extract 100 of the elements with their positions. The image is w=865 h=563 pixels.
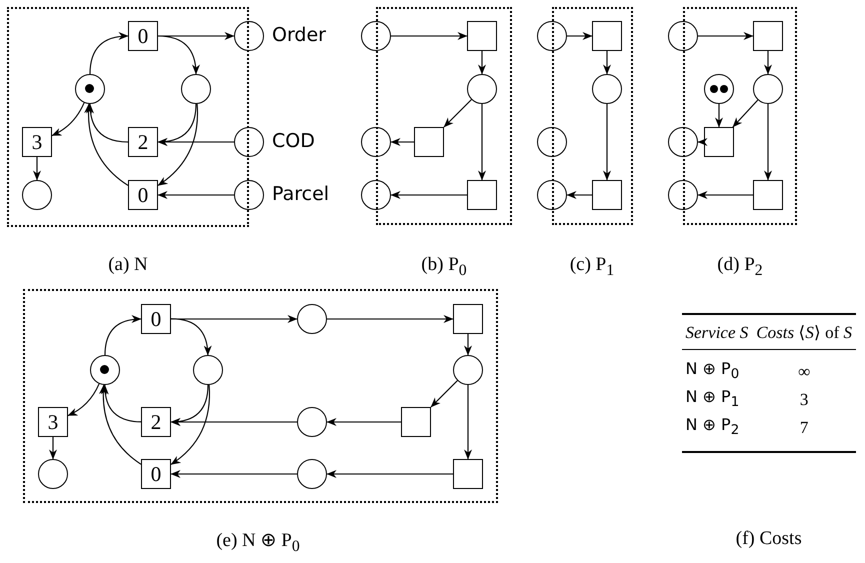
- arc-arrow: [170, 470, 297, 478]
- arc-arrow: [698, 32, 754, 40]
- transition-box: [453, 459, 483, 489]
- table-cell: Service S: [682, 314, 752, 350]
- transition-box: [467, 21, 497, 51]
- arc-arrow: [464, 385, 472, 460]
- subfigure-caption: (e) N ⊕ P$_{0}$: [216, 529, 300, 556]
- arc-arrow: [603, 51, 611, 74]
- transition-box: 0: [128, 180, 158, 210]
- table-cell-text: N ⊕ P$_{1}$: [684, 386, 740, 412]
- transition-box: [453, 304, 483, 334]
- dotted-frame: [376, 7, 512, 225]
- table-cell-text: 3: [798, 389, 810, 412]
- table-cell: N ⊕ P$_{0}$: [682, 350, 752, 386]
- arc-arrow: [158, 32, 234, 40]
- place-circle: [22, 180, 52, 210]
- transition-box: [753, 180, 783, 210]
- arc-arrow: [390, 138, 414, 146]
- dotted-frame: [552, 7, 633, 225]
- arc-arrow: [430, 380, 458, 408]
- transition-box: [753, 21, 783, 51]
- subfigure-caption: (b) P$_{0}$: [421, 254, 467, 280]
- arc-arrow: [326, 470, 453, 478]
- place-circle: [234, 127, 264, 157]
- arc-arrow: [158, 104, 198, 186]
- arc-arrow: [391, 32, 468, 40]
- transition-box: 0: [141, 459, 171, 489]
- dotted-frame: [7, 7, 249, 227]
- arc-arrow: [68, 384, 100, 416]
- place-circle: [38, 459, 68, 489]
- place-circle: [297, 304, 327, 334]
- place-circle: [668, 180, 698, 210]
- arc-arrow: [444, 99, 472, 128]
- place-circle: [361, 127, 391, 157]
- transition-box: 3: [22, 127, 52, 157]
- transition-box: [467, 180, 497, 210]
- arc-arrow: [101, 384, 142, 422]
- place-circle: [361, 21, 391, 51]
- transition-box: [414, 127, 444, 157]
- place-circle: [75, 74, 105, 104]
- arc-arrow: [478, 51, 486, 74]
- arc-arrow: [52, 102, 85, 136]
- arc-arrow: [566, 191, 592, 199]
- arc-arrow: [170, 384, 210, 465]
- arc-arrow: [49, 437, 57, 460]
- arc-arrow: [567, 32, 592, 40]
- dotted-frame: [683, 7, 797, 225]
- arc-arrow: [33, 157, 41, 180]
- arc-arrow: [764, 51, 772, 74]
- place-label: Parcel: [272, 183, 330, 205]
- arc-arrow: [603, 104, 611, 180]
- arc-arrow: [99, 384, 142, 465]
- place-circle: [453, 355, 483, 385]
- transition-box: 3: [38, 407, 68, 437]
- subfigure-caption: (c) P$_{1}$: [570, 254, 614, 280]
- place-circle: [668, 127, 698, 157]
- arc-arrow: [158, 138, 234, 146]
- transition-box: [704, 127, 734, 157]
- table-cell: N ⊕ P$_{2}$: [682, 414, 752, 452]
- arc-arrow: [464, 334, 472, 356]
- arc-arrow: [170, 384, 209, 426]
- place-circle: [537, 127, 567, 157]
- arc-arrow: [390, 191, 467, 199]
- table-cell: 7: [752, 414, 856, 452]
- arc-arrow: [715, 104, 723, 128]
- arc-arrow: [698, 138, 708, 146]
- subfigure-caption: (a) N: [108, 254, 148, 276]
- transition-box: [592, 180, 622, 210]
- arc-arrow: [104, 315, 142, 356]
- arc-arrow: [327, 315, 454, 323]
- dotted-frame: [23, 289, 498, 503]
- arc-arrow: [86, 104, 128, 143]
- arc-arrow: [158, 191, 234, 199]
- place-circle: [297, 407, 327, 437]
- place-circle: [668, 21, 698, 51]
- place-circle: [537, 21, 567, 51]
- place-circle: [234, 180, 264, 210]
- place-circle: [467, 74, 497, 104]
- place-circle: [297, 459, 327, 489]
- transition-box: [592, 21, 622, 51]
- place-label: Order: [272, 24, 326, 46]
- arc-arrow: [478, 104, 486, 180]
- place-circle: [193, 355, 223, 385]
- arc-arrow: [84, 103, 128, 186]
- place-circle: [704, 74, 734, 104]
- place-circle: [181, 74, 211, 104]
- table-cell: ∞: [752, 350, 856, 386]
- place-circle: [753, 74, 783, 104]
- place-circle: [592, 74, 622, 104]
- place-circle: [361, 180, 391, 210]
- table-cell: Costs ⟨S⟩ of S: [752, 314, 856, 350]
- transition-box: 0: [141, 304, 171, 334]
- subfigure-caption: (f) Costs: [736, 528, 802, 550]
- transition-box: 0: [128, 21, 158, 51]
- place-circle: [537, 180, 567, 210]
- subfigure-caption: (d) P$_{2}$: [717, 254, 763, 280]
- arc-arrow: [764, 104, 772, 180]
- transition-box: [401, 407, 431, 437]
- transition-box: 2: [128, 127, 158, 157]
- place-circle: [90, 355, 120, 385]
